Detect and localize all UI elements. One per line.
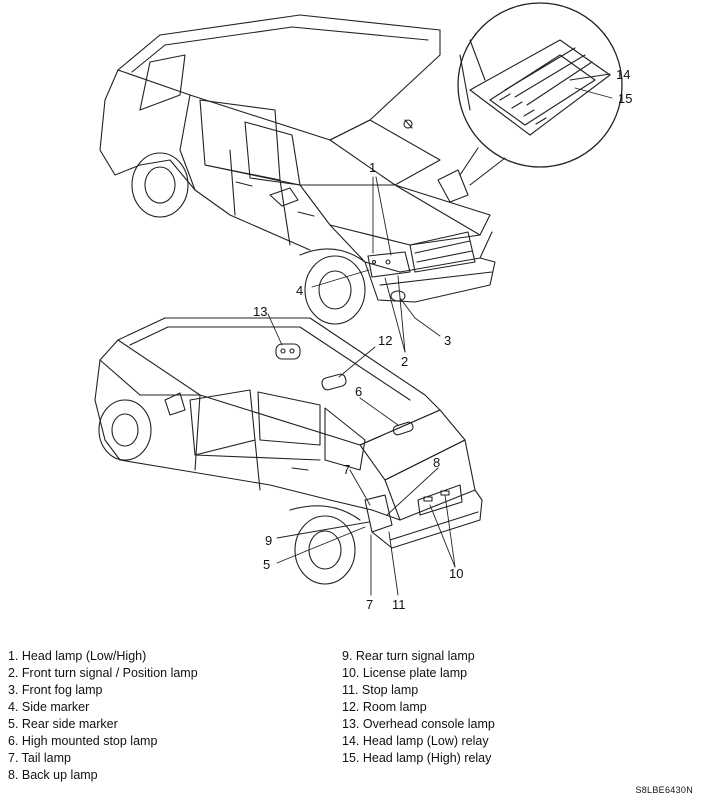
callout-3: 3 <box>444 333 451 348</box>
callout-12: 12 <box>378 333 392 348</box>
legend-item: 3. Front fog lamp <box>8 683 103 697</box>
callout-4: 4 <box>296 283 303 298</box>
callout-10: 10 <box>449 566 463 581</box>
callout-7a: 7 <box>343 462 350 477</box>
legend-item: 7. Tail lamp <box>8 751 71 765</box>
legend-item: 1. Head lamp (Low/High) <box>8 649 147 663</box>
callout-2: 2 <box>401 354 408 369</box>
callout-6: 6 <box>355 384 362 399</box>
callout-8: 8 <box>433 455 440 470</box>
callout-11: 11 <box>392 597 406 610</box>
callout-numbers: 1 2 3 4 5 6 7 7 8 9 10 11 12 13 14 15 <box>253 67 632 610</box>
legend-left-column: 1. Head lamp (Low/High) 2. Front turn si… <box>8 648 198 784</box>
legend-item: 10. License plate lamp <box>342 666 468 680</box>
rear-vehicle-illustration <box>94 317 483 585</box>
callout-9: 9 <box>265 533 272 548</box>
callout-15: 15 <box>618 91 632 106</box>
callout-13: 13 <box>253 304 267 319</box>
lamp-location-diagram: 1 2 3 4 5 6 7 7 8 9 10 11 12 13 14 15 <box>94 2 632 610</box>
legend-item: 11. Stop lamp <box>342 683 419 697</box>
callout-7b: 7 <box>366 597 373 610</box>
callout-5: 5 <box>263 557 270 572</box>
legend-item: 14. Head lamp (Low) relay <box>342 734 489 748</box>
relay-box-magnified-view <box>457 2 623 186</box>
legend-item: 8. Back up lamp <box>8 768 98 782</box>
legend-item: 6. High mounted stop lamp <box>8 734 158 748</box>
legend-item: 15. Head lamp (High) relay <box>342 751 492 765</box>
legend-item: 12. Room lamp <box>342 700 427 714</box>
callout-1: 1 <box>369 160 376 175</box>
legend-item: 2. Front turn signal / Position lamp <box>8 666 198 680</box>
legend-item: 9. Rear turn signal lamp <box>342 649 475 663</box>
front-vehicle-illustration <box>99 14 496 325</box>
legend-item: 4. Side marker <box>8 700 90 714</box>
callout-14: 14 <box>616 67 630 82</box>
legend-item: 13. Overhead console lamp <box>342 717 495 731</box>
legend-right-column: 9. Rear turn signal lamp 10. License pla… <box>342 648 495 767</box>
leader-lines <box>267 73 613 596</box>
document-code: S8LBE6430N <box>635 785 693 795</box>
legend-item: 5. Rear side marker <box>8 717 118 731</box>
